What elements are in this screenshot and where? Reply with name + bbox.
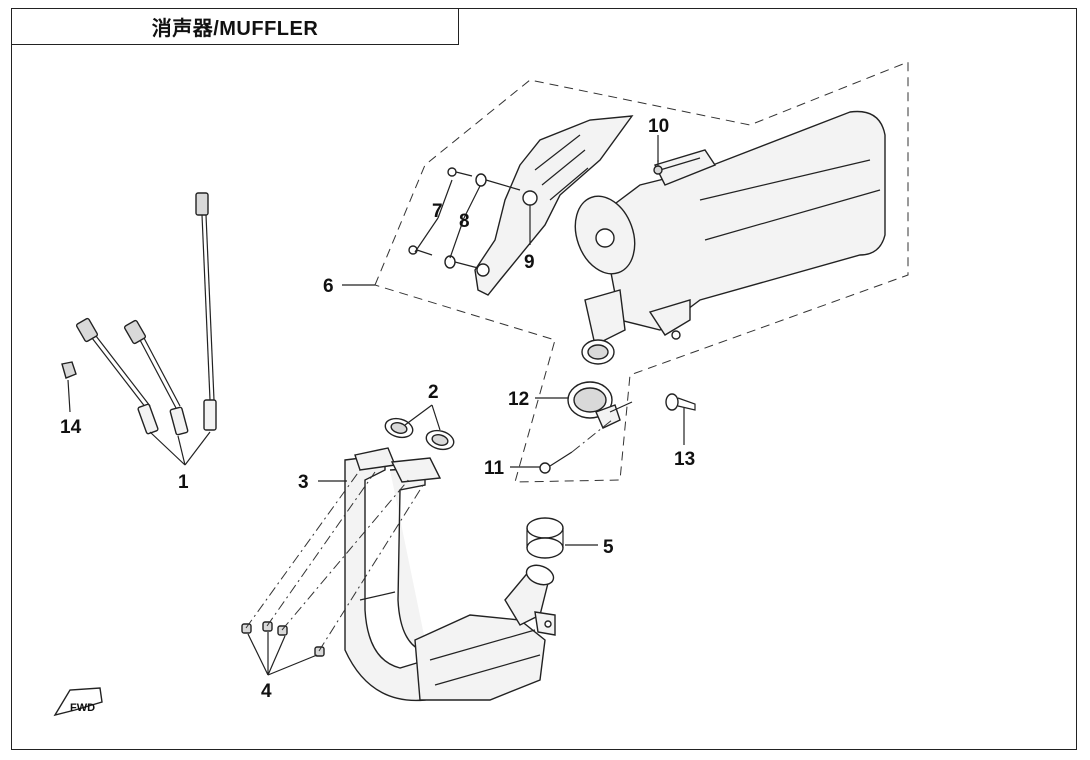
nuts-4: [241, 469, 426, 657]
group-6-boundary: [374, 61, 909, 483]
clamp-12: [567, 381, 633, 429]
callout-7: 7: [432, 201, 443, 222]
title-box: 消声器/MUFFLER: [11, 8, 459, 45]
callout-13: 13: [674, 449, 695, 470]
gasket-2-right: [425, 429, 455, 451]
clip-14: [61, 361, 77, 379]
gasket-2-left: [384, 417, 414, 439]
forward-direction-arrow: FWD: [53, 687, 103, 717]
bolt-7-lower: [408, 245, 433, 256]
callout-3: 3: [298, 472, 309, 493]
drawing-frame: [11, 8, 1077, 750]
callout-8: 8: [459, 211, 470, 232]
exhaust-header-pipes: [344, 447, 556, 702]
bolt-11: [539, 419, 613, 474]
callout-2: 2: [428, 382, 439, 403]
heat-shield: [474, 115, 634, 296]
callout-1: 1: [178, 472, 189, 493]
callout-6: 6: [323, 276, 334, 297]
fitting-10: [653, 160, 663, 175]
callout-9: 9: [524, 252, 535, 273]
callout-5: 5: [603, 537, 614, 558]
callout-4: 4: [261, 681, 272, 702]
oxygen-sensor-left: [75, 317, 159, 435]
muffler-body: [574, 110, 886, 365]
gasket-5: [526, 517, 564, 559]
callout-12: 12: [508, 389, 529, 410]
washer-8-upper: [475, 173, 521, 191]
oxygen-sensor-right: [123, 319, 189, 436]
page-title: 消声器/MUFFLER: [151, 18, 319, 40]
bolt-13: [665, 393, 696, 411]
callout-10: 10: [648, 116, 669, 137]
callout-11: 11: [484, 458, 505, 479]
fwd-label: FWD: [70, 702, 95, 714]
oxygen-sensor-long: [195, 192, 217, 431]
washer-8-lower: [444, 255, 479, 269]
bolt-7-upper: [447, 167, 473, 177]
callout-14: 14: [60, 417, 82, 438]
leader-lines: [67, 135, 685, 676]
